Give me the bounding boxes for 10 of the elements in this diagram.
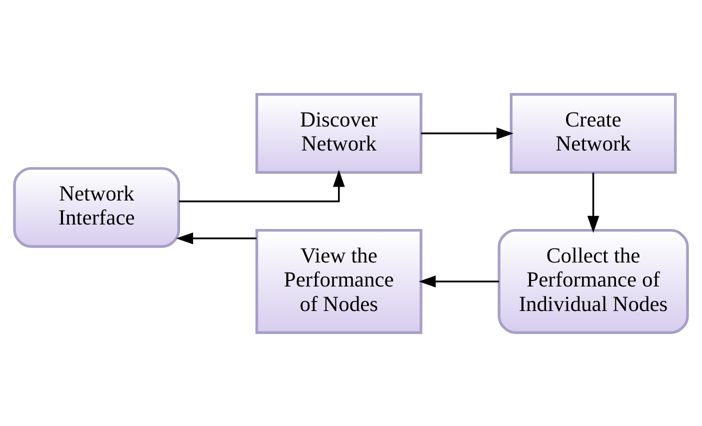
node-box: Create Network [510,92,677,174]
arrow [418,275,499,287]
arrow [587,172,600,232]
node-box: View the Performance of Nodes [255,228,422,334]
node-box: Network Interface [13,166,180,248]
node-box: Discover Network [255,92,422,174]
arrow [178,169,345,202]
arrow [176,232,257,244]
arrow [421,126,514,139]
node-box: Collect the Performance of Individual Nodes [498,228,689,334]
